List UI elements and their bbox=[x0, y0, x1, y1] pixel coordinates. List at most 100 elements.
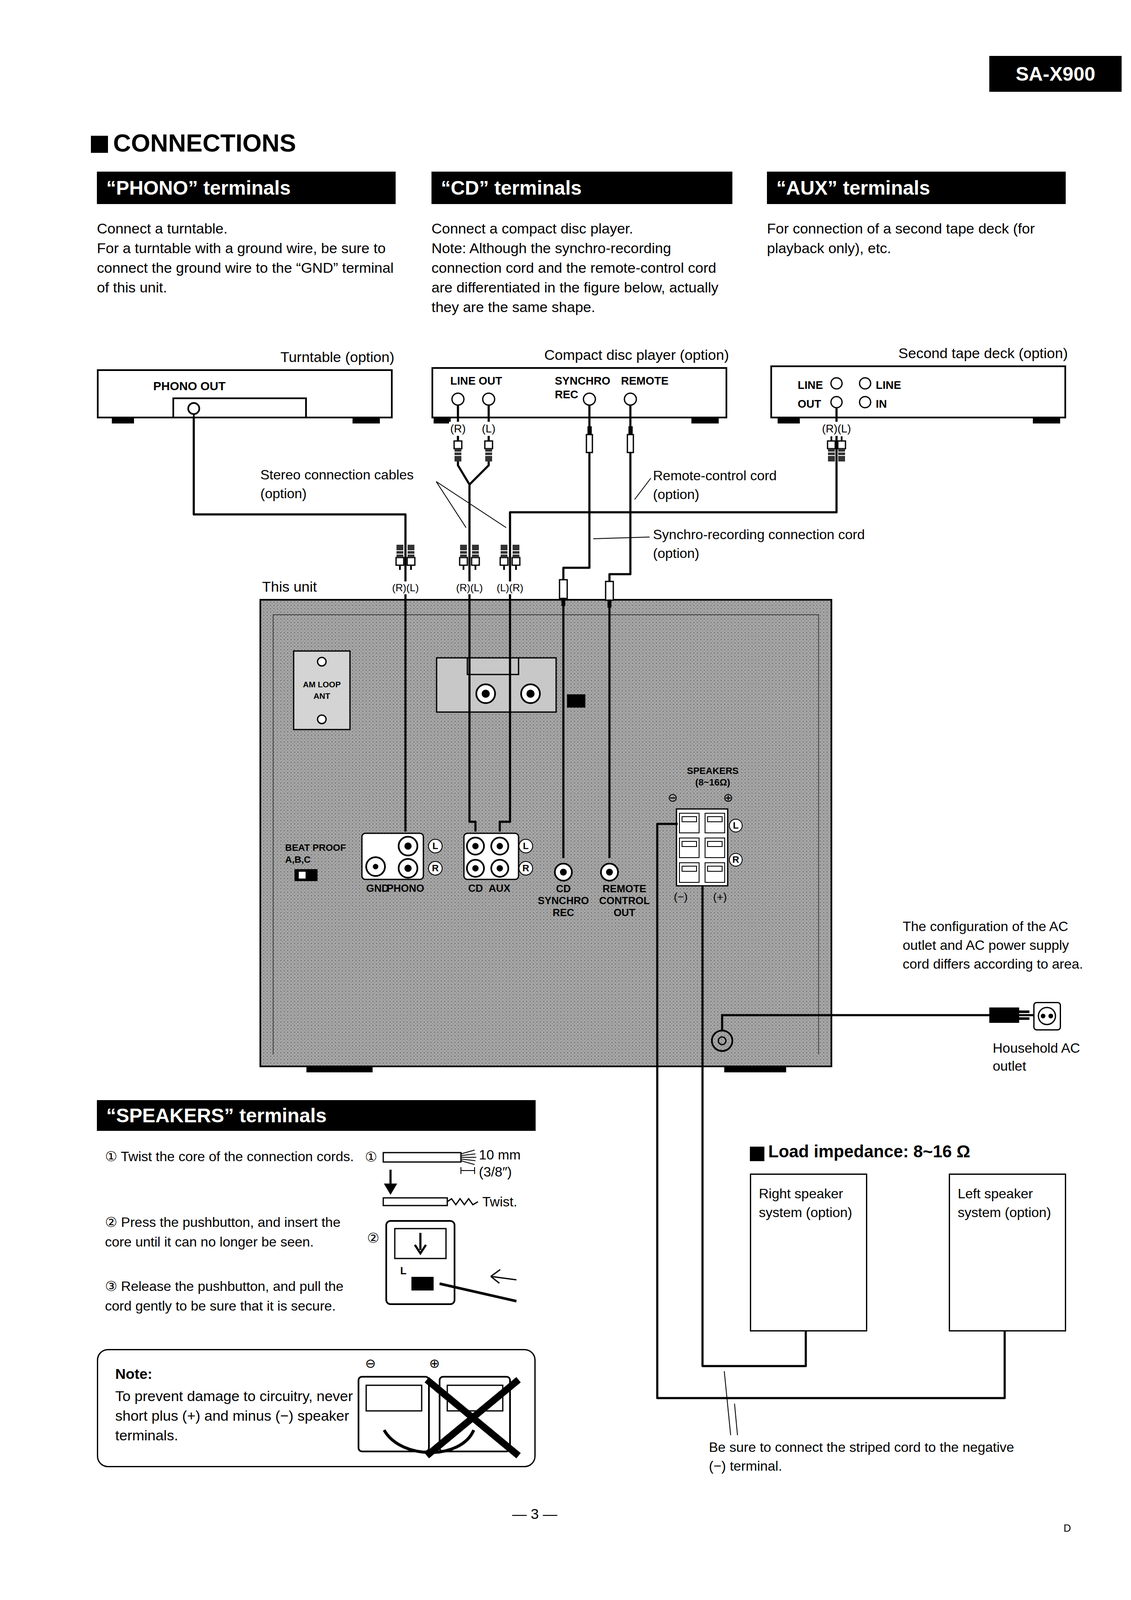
stripped-wire bbox=[460, 1166, 475, 1174]
phono-jack-plate bbox=[428, 861, 443, 875]
text-holder: R bbox=[519, 861, 533, 875]
ac-plug bbox=[1019, 1017, 1030, 1020]
device-name: Compact disc player (option) bbox=[515, 345, 729, 365]
power-cord-inlet bbox=[711, 1030, 733, 1051]
text-holder: BEAT PROOF A,B,C bbox=[285, 841, 356, 866]
impedance-bullet bbox=[749, 1146, 765, 1161]
terminal-insertion-drawing bbox=[411, 1276, 434, 1290]
terminal-insertion-drawing bbox=[439, 1283, 517, 1301]
text-holder: CONNECTIONS bbox=[113, 128, 297, 158]
speaker-terminal-block bbox=[705, 862, 725, 883]
stripped-wire bbox=[383, 1149, 479, 1206]
terminal-label: AUX bbox=[488, 881, 511, 895]
connector-block bbox=[482, 690, 490, 697]
speaker-name: Right speaker system (option) bbox=[758, 1183, 862, 1222]
tape-deck-box: Second tape deck (option)LINE OUTLINE IN bbox=[770, 365, 1067, 419]
ac-plug bbox=[1019, 1010, 1030, 1013]
equipment-foot bbox=[111, 418, 135, 424]
text-holder: — 3 — bbox=[512, 1504, 558, 1523]
callout-number: ② bbox=[367, 1229, 380, 1247]
text-holder: Be sure to connect the striped cord to t… bbox=[708, 1437, 1025, 1475]
text-holder: Household AC outlet bbox=[992, 1038, 1081, 1075]
text-holder: “CD” terminals bbox=[440, 175, 582, 201]
stripped-wire bbox=[460, 1149, 477, 1165]
step-text: ③ Release the pushbutton, and pull the c… bbox=[104, 1276, 353, 1316]
section-heading: “SPEAKERS” terminals bbox=[106, 1102, 327, 1128]
text-holder: ⊖ bbox=[362, 1355, 379, 1371]
output-jack bbox=[451, 393, 464, 406]
mini-plug bbox=[608, 600, 611, 607]
input-jack-plate bbox=[496, 865, 503, 872]
text-holder: SPEAKERS (8~16Ω) bbox=[684, 764, 742, 788]
page-title: CONNECTIONS bbox=[113, 128, 297, 158]
mini-plug bbox=[559, 426, 634, 607]
input-jack-plate bbox=[518, 861, 533, 875]
text-holder: “AUX” terminals bbox=[776, 175, 930, 201]
tape-jack bbox=[830, 396, 843, 408]
channel-mark: (R)(L) bbox=[390, 581, 421, 595]
text-holder: The configuration of the AC outlet and A… bbox=[902, 916, 1087, 974]
rca-plug bbox=[837, 436, 846, 462]
text-holder: L bbox=[729, 819, 742, 832]
text-holder: ③ Release the pushbutton, and pull the c… bbox=[104, 1276, 353, 1316]
channel-mark: L bbox=[519, 839, 533, 853]
stripped-wire bbox=[383, 1197, 448, 1206]
rca-plug bbox=[454, 436, 462, 462]
phono-jack-plate bbox=[398, 836, 418, 856]
output-jack bbox=[624, 393, 637, 406]
channel-mark: (R)(L) bbox=[454, 581, 485, 595]
input-jack-plate bbox=[466, 837, 484, 855]
input-jack-plate bbox=[491, 837, 509, 855]
cable bbox=[499, 418, 837, 832]
channel-mark: R bbox=[729, 853, 742, 866]
text-holder: CD SYNCHRO REC bbox=[534, 882, 593, 919]
turntable-box: Turntable (option)PHONO OUT bbox=[96, 369, 393, 419]
leader-line bbox=[593, 536, 650, 539]
step-text: ① Twist the core of the connection cords… bbox=[104, 1146, 357, 1166]
cable-callout: Stereo connection cables (option) bbox=[260, 465, 444, 503]
title-bullet bbox=[90, 135, 108, 153]
text-holder: AM LOOP ANT bbox=[297, 678, 347, 702]
terminal-label: CD bbox=[468, 881, 484, 895]
rear-panel-housing bbox=[306, 1066, 373, 1073]
terminal-label: REMOTE CONTROL OUT bbox=[595, 882, 653, 919]
rear-panel: This unitAM LOOP ANTGNDPHONOCDAUXCD SYNC… bbox=[260, 599, 832, 1067]
ac-outlet: Household AC outlet bbox=[1033, 1001, 1062, 1031]
phono-out-jack bbox=[173, 398, 307, 419]
jack-label: REMOTE bbox=[620, 373, 669, 388]
ac-plug bbox=[989, 1007, 1030, 1023]
text-holder: SA-X900 bbox=[1015, 61, 1096, 87]
mini-jack bbox=[606, 869, 613, 875]
instruction-text: Connect a compact disc player. bbox=[431, 218, 735, 239]
text-holder: LINE OUT bbox=[450, 373, 502, 388]
remote-jack: REMOTE CONTROL OUT bbox=[595, 857, 653, 922]
jack-label: LINE OUT bbox=[450, 373, 502, 388]
speaker-terminal-block bbox=[663, 823, 703, 910]
antenna-plate bbox=[293, 650, 350, 730]
antenna-plate bbox=[293, 650, 350, 730]
equipment-foot bbox=[352, 418, 380, 424]
terminal-label: CD SYNCHRO REC bbox=[534, 882, 593, 919]
text-holder: ① bbox=[364, 1148, 378, 1166]
section-heading: “AUX” terminals bbox=[776, 175, 930, 201]
speaker-terminal-block bbox=[707, 865, 723, 872]
phono-jack-plate bbox=[404, 864, 412, 872]
unit-name: This unit bbox=[262, 577, 318, 596]
page-code: D bbox=[1063, 1521, 1071, 1535]
text-holder: Left speaker system (option) bbox=[957, 1183, 1061, 1222]
text-holder: L bbox=[396, 1264, 410, 1277]
terminal-insertion-drawing bbox=[414, 1232, 426, 1254]
speaker-terminal-block bbox=[682, 865, 697, 872]
speaker-box: Right speaker system (option) bbox=[749, 1173, 868, 1332]
speaker-terminal-block bbox=[705, 813, 725, 833]
outlet-label: Household AC outlet bbox=[992, 1038, 1081, 1075]
cable bbox=[563, 418, 590, 858]
polarity-mark: ⊖ bbox=[362, 1355, 379, 1371]
speaker-terminal-block bbox=[676, 808, 728, 886]
section-band: “PHONO” terminals bbox=[96, 171, 396, 205]
stripped-wire bbox=[383, 1152, 461, 1162]
tape-jack bbox=[859, 377, 871, 389]
beat-proof-switch bbox=[294, 868, 318, 881]
note-text: Note: Although the synchro-recording con… bbox=[431, 238, 735, 317]
